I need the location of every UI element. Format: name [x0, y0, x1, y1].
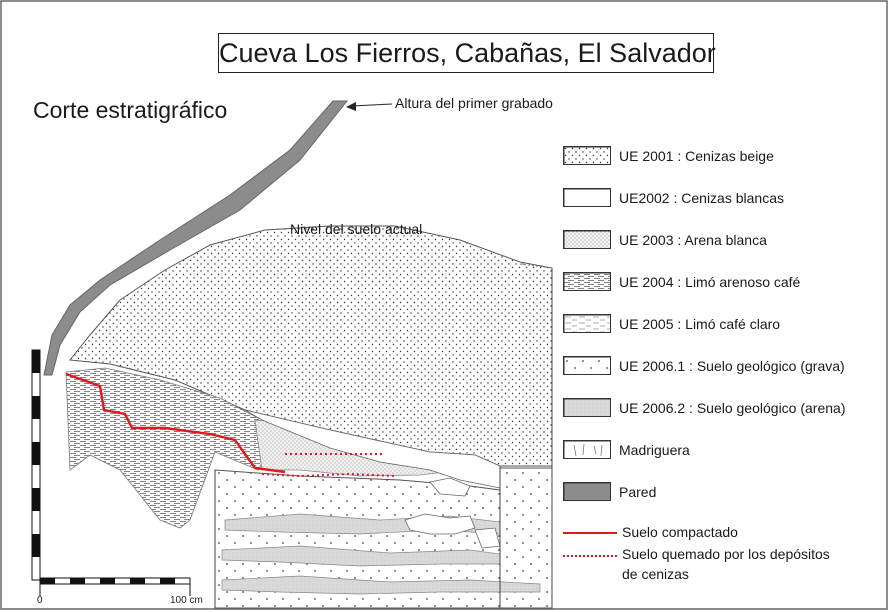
legend-line-dotted [563, 555, 617, 557]
legend-swatch-dots-sparse [563, 356, 611, 375]
scale-start-label: 0 [37, 595, 43, 606]
legend-label: UE 2004 : Limó arenoso café [619, 274, 801, 290]
ground-level-label: Nivel del suelo actual [290, 221, 422, 237]
legend-line-solid [563, 532, 617, 534]
burrow-1 [404, 513, 476, 535]
cave-wall [43, 100, 349, 376]
first-engraving-arrowhead [346, 102, 356, 111]
burrow-2 [429, 477, 471, 497]
scale-bar [31, 349, 191, 596]
legend-swatch-hatch-dense [563, 272, 611, 291]
legend-swatch-hatch-sparse [563, 314, 611, 333]
scale-end-label: 100 cm [170, 595, 203, 606]
legend-swatch-wall [563, 482, 611, 501]
legend-swatch-dots-dense [563, 146, 611, 165]
legend-line-label-burnt-1: Suelo quemado por los depósitos [622, 546, 830, 562]
compacted-floor-line [65, 372, 286, 474]
first-engraving-label: Altura del primer grabado [395, 95, 553, 111]
figure-title: Cueva Los Fierros, Cabañas, El Salvador [218, 33, 716, 73]
section-label: Corte estratigráfico [33, 97, 228, 123]
legend-label: UE 2006.1 : Suelo geológico (grava) [619, 358, 845, 374]
legend-label: UE 2003 : Arena blanca [619, 232, 767, 248]
legend-label: Madriguera [619, 442, 690, 458]
legend-line-label-burnt-2: de cenizas [622, 566, 689, 582]
legend-label: UE 2005 : Limó café claro [619, 316, 781, 332]
legend-swatch-burrow [563, 440, 611, 459]
legend-label: UE 2001 : Cenizas beige [619, 148, 774, 164]
first-engraving-arrow [351, 103, 393, 107]
legend-label: Pared [619, 484, 657, 500]
legend-swatch-blank [563, 188, 611, 207]
layer-ue2006-2-band-3 [221, 575, 541, 595]
burnt-floor-line-2 [261, 472, 396, 478]
legend-swatch-fine-stipple [563, 230, 611, 249]
legend-swatch-gray-fill [563, 398, 611, 417]
layer-ue2002 [244, 409, 501, 489]
legend-label: UE 2006.2 : Suelo geológico (arena) [619, 400, 846, 416]
legend-line-label-compacted: Suelo compactado [622, 524, 738, 540]
legend-label: UE2002 : Cenizas blancas [619, 190, 784, 206]
ground-level-extension [519, 263, 553, 269]
layer-ue2004 [65, 367, 271, 529]
